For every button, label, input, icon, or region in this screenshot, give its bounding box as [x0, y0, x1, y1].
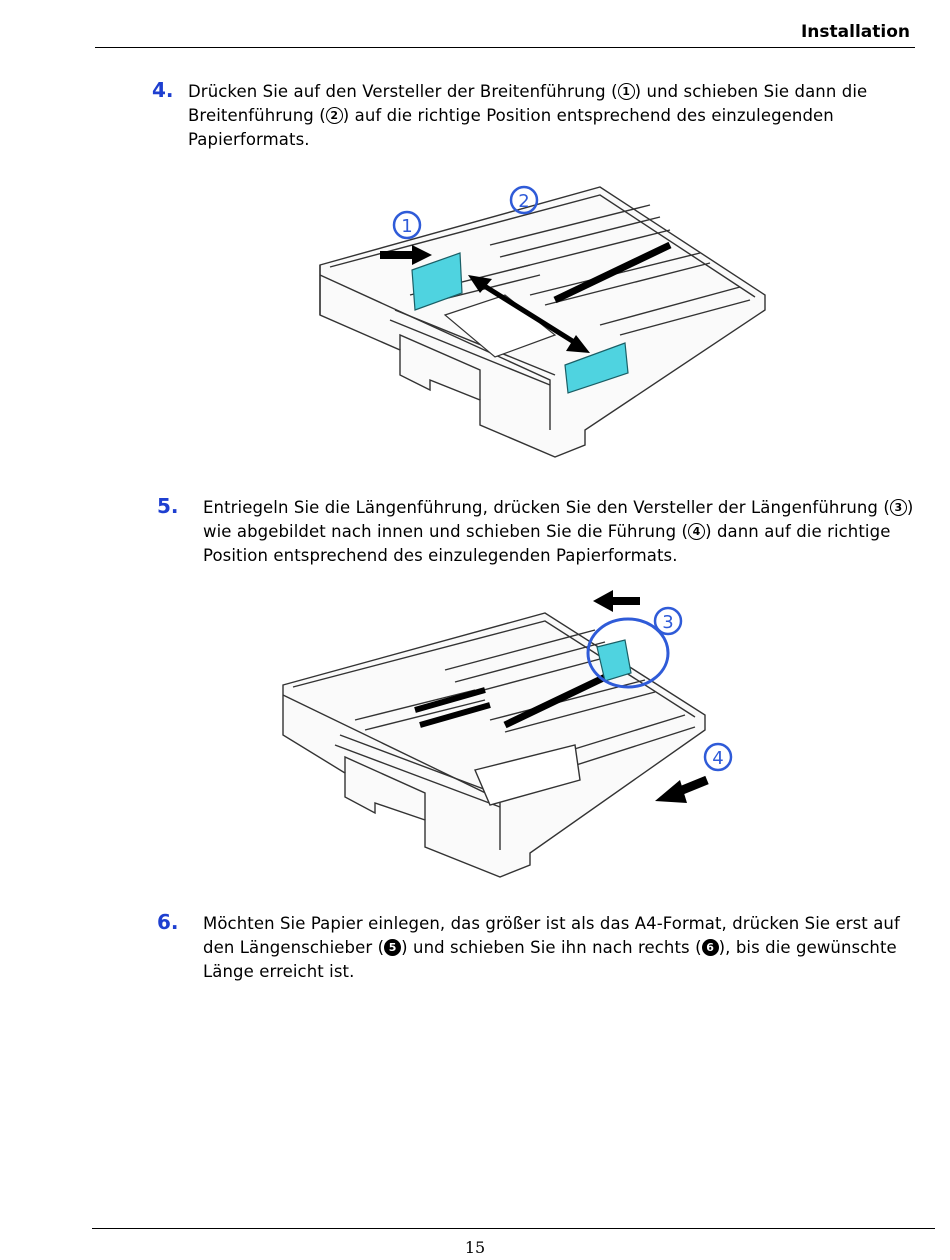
footer-divider [92, 1228, 935, 1229]
callout-2-marker: 2 [325, 107, 343, 124]
step-text-part: ) und schieben Sie dann die Breitenführu… [188, 82, 868, 125]
callout-3: 3 [653, 606, 683, 636]
double-arrow-icon [468, 275, 492, 293]
tray-length-guide-illustration: 3 4 [282, 590, 733, 878]
callout-5-marker: 5 [384, 939, 402, 956]
step-6: 6. Möchten Sie Papier einlegen, das größ… [157, 910, 927, 990]
step-text: Möchten Sie Papier einlegen, das größer … [203, 912, 918, 984]
step-4: 4. Drücken Sie auf den Versteller der Br… [152, 78, 922, 158]
step-number: 6. [157, 910, 179, 934]
step-text-part: ) wie abgebildet nach innen und schieben… [203, 498, 914, 541]
step-text-part: ) dann auf die richtige Position entspre… [203, 522, 891, 565]
page-number: 15 [464, 1238, 486, 1257]
width-guide-left [411, 252, 463, 311]
width-guide-right [564, 342, 629, 394]
callout-1-label: 1 [401, 216, 412, 237]
section-title: Installation [800, 22, 910, 42]
callout-4-marker: 4 [688, 523, 706, 540]
step-text: Entriegeln Sie die Längenführung, drücke… [203, 496, 918, 568]
callout-3-marker: 3 [889, 499, 907, 516]
header-divider [95, 47, 915, 48]
callout-2-label: 2 [518, 191, 529, 212]
callout-4-label: 4 [712, 748, 723, 769]
step-text-part: ) und schieben Sie ihn nach rechts ( [401, 938, 702, 957]
step-number: 5. [157, 494, 179, 518]
step-text-part: Entriegeln Sie die Längenführung, drücke… [203, 498, 890, 517]
callout-3-label: 3 [662, 612, 673, 633]
step-5: 5. Entriegeln Sie die Längenführung, drü… [157, 494, 927, 574]
step-text-part: ), bis die gewünschte Länge erreicht ist… [203, 938, 897, 981]
step-text-part: Drücken Sie auf den Versteller der Breit… [188, 82, 618, 101]
length-guide [596, 639, 632, 682]
step-text-part: ) auf die richtige Position entsprechend… [188, 106, 834, 149]
callout-1-marker: 1 [617, 83, 635, 100]
step-text: Drücken Sie auf den Versteller der Breit… [188, 80, 913, 152]
tray-width-guide-illustration: 1 2 [319, 185, 766, 458]
callout-1: 1 [392, 210, 422, 240]
step-number: 4. [152, 78, 174, 102]
callout-6-marker: 6 [701, 939, 719, 956]
step-text-part: Möchten Sie Papier einlegen, das größer … [203, 914, 900, 957]
callout-4: 4 [703, 742, 733, 772]
callout-2: 2 [509, 185, 539, 215]
highlight-circle [586, 617, 670, 689]
